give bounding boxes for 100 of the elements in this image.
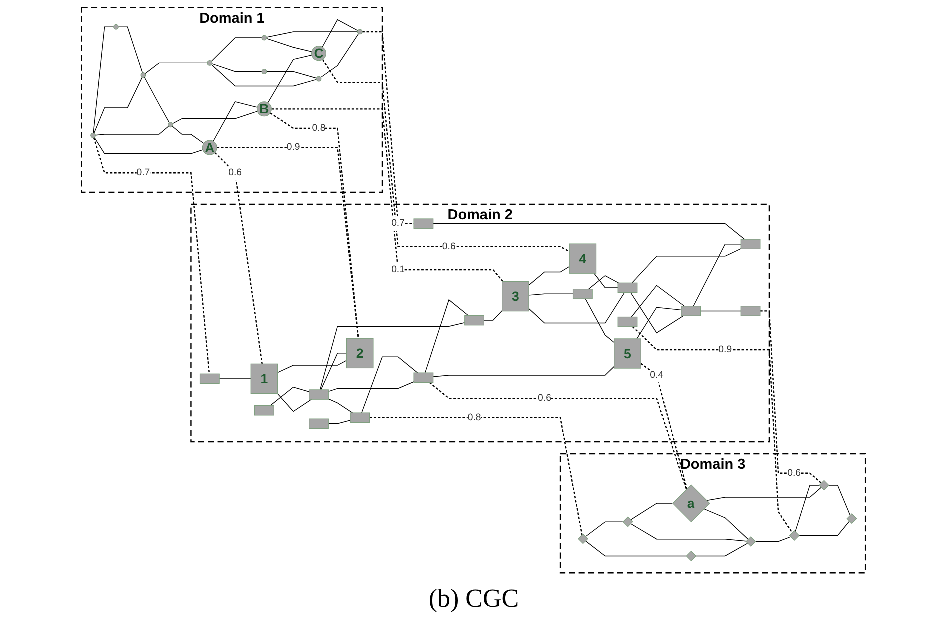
node-box	[741, 306, 762, 316]
connector	[630, 292, 684, 334]
connector	[586, 521, 624, 537]
node-circle: A	[202, 140, 218, 155]
node-box	[741, 238, 762, 250]
connector	[212, 63, 263, 72]
connector	[760, 310, 822, 484]
node-circle: B	[257, 101, 272, 116]
connector	[212, 64, 318, 86]
connector	[706, 486, 822, 501]
connector	[217, 146, 360, 338]
connector	[214, 152, 264, 364]
connector	[328, 381, 415, 392]
connector	[144, 76, 170, 123]
connector	[594, 272, 619, 288]
connector	[145, 62, 208, 74]
node-box	[414, 372, 434, 383]
connector	[118, 26, 144, 73]
node-circle: C	[312, 46, 327, 61]
node-box	[573, 288, 594, 299]
edge-label: 0.6	[788, 467, 802, 478]
connector	[632, 326, 794, 533]
edge-label: 0.1	[392, 264, 406, 274]
connector	[632, 248, 742, 284]
edge-label: 0.4	[650, 370, 664, 380]
connector	[586, 540, 687, 556]
connector	[700, 310, 742, 312]
edge-label: 0.8	[312, 122, 326, 133]
caption: (b) CGC	[428, 584, 520, 614]
node-box: 1	[251, 363, 278, 394]
connector	[828, 484, 851, 516]
connector	[94, 137, 210, 374]
connector	[320, 33, 360, 78]
node-box: 5	[614, 338, 642, 368]
node-circle	[316, 76, 322, 82]
connector	[425, 298, 470, 373]
connector	[362, 30, 414, 224]
node-circle	[358, 28, 364, 34]
connector	[172, 110, 258, 124]
connector	[94, 136, 204, 154]
connector	[528, 293, 574, 296]
connector	[484, 310, 503, 320]
connector	[213, 101, 258, 142]
node-diamond	[578, 533, 589, 544]
edge-label: 0.7	[392, 218, 406, 228]
connector	[795, 484, 820, 532]
connector	[528, 266, 570, 286]
connector	[704, 508, 749, 540]
connector	[96, 126, 170, 136]
connector	[94, 76, 144, 134]
connector	[328, 398, 354, 413]
connector	[433, 222, 746, 240]
node-box	[464, 314, 485, 326]
edge-label: 0.9	[718, 344, 732, 354]
node-diamond	[746, 536, 757, 547]
connector	[641, 362, 688, 489]
node-box: 4	[570, 243, 597, 274]
connector	[278, 360, 348, 373]
connector	[266, 38, 313, 52]
node-box	[254, 405, 275, 416]
connector	[362, 356, 418, 413]
connector	[322, 58, 570, 252]
node-circle	[262, 68, 268, 74]
node-diamond	[686, 550, 697, 562]
node-circle	[207, 60, 213, 66]
connector	[93, 26, 114, 134]
connector	[321, 352, 348, 390]
node-box	[309, 389, 330, 400]
connector	[585, 298, 616, 343]
node-box: 3	[502, 280, 530, 312]
node-box	[309, 418, 330, 429]
node-circle	[141, 72, 146, 78]
edge-label: 0.6	[538, 392, 552, 403]
node-box	[618, 316, 638, 327]
connector	[430, 382, 688, 490]
node-box	[618, 282, 638, 293]
edge-label: 0.9	[287, 142, 301, 152]
connector	[220, 378, 252, 379]
node-box	[414, 218, 434, 228]
node-diamond	[623, 516, 634, 527]
connector	[756, 536, 792, 542]
edge-label: 0.6	[442, 241, 456, 252]
connector	[433, 366, 616, 377]
connector	[266, 31, 358, 38]
node-box	[200, 373, 220, 384]
node-diamond: a	[672, 484, 711, 522]
connector	[694, 244, 742, 306]
node-box: 2	[346, 338, 374, 368]
connector	[212, 37, 263, 62]
connector	[632, 284, 686, 318]
connector	[328, 420, 352, 424]
node-diamond	[790, 530, 800, 540]
connector	[266, 70, 318, 78]
connector	[172, 126, 205, 144]
edge-label: 0.8	[468, 412, 482, 422]
connector	[370, 416, 584, 534]
node-box	[681, 306, 702, 316]
connector	[630, 502, 674, 520]
node-diamond	[819, 480, 830, 490]
node-diamond	[847, 513, 858, 524]
